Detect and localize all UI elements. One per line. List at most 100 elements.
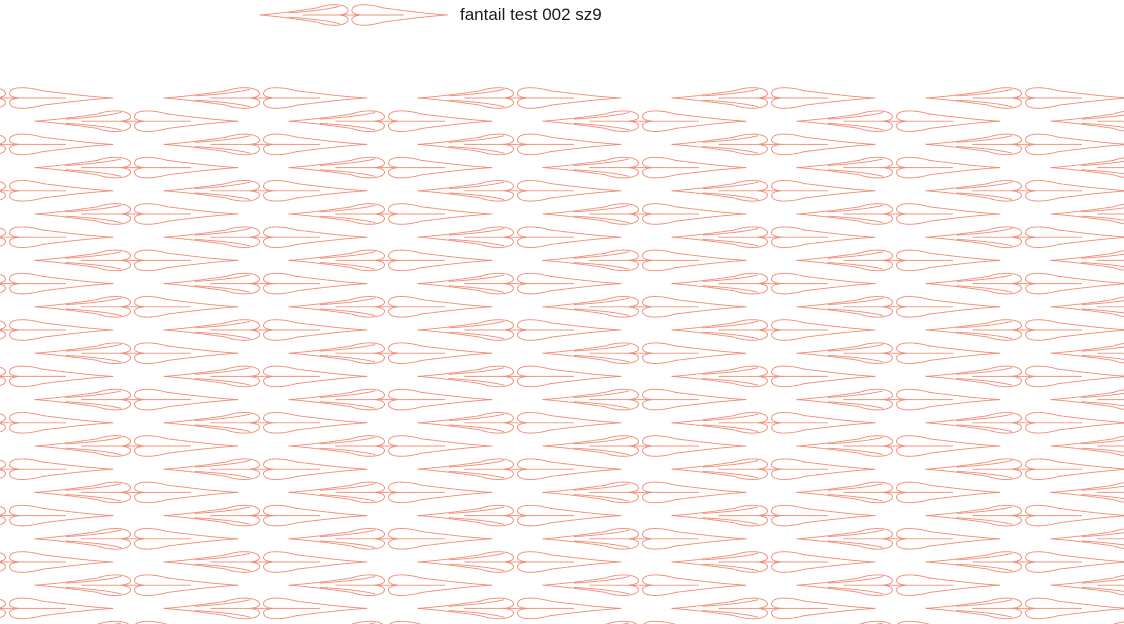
fantail-heart-motif [925,319,1124,341]
fantail-heart-motif [796,203,1001,225]
fantail-heart-motif [796,481,1001,504]
fantail-heart-motif [542,156,747,179]
fantail-heart-motif [671,365,876,388]
fantail-heart-motif [925,133,1124,156]
fantail-heart-motif [417,272,622,295]
fantail-heart-motif [671,551,876,573]
fantail-heart-motif [542,342,747,364]
fantail-heart-motif [417,504,622,527]
fantail-heart-motif [163,597,368,620]
fantail-heart-motif [0,458,114,480]
fantail-heart-motif [1050,156,1124,179]
fantail-heart-motif [163,458,368,480]
fantail-heart-motif [671,180,876,202]
fantail-heart-motif [0,272,114,295]
fantail-heart-motif [925,504,1124,527]
fantail-heart-motif [0,412,114,434]
fantail-heart-motif [1050,203,1124,225]
fantail-heart-motif [288,249,493,272]
fantail-heart-motif [34,249,239,272]
fantail-heart-motif [542,249,747,272]
fantail-heart-motif [417,597,622,620]
fantail-heart-motif [34,481,239,504]
fantail-heart-motif [288,110,493,132]
fantail-heart-motif [796,528,1001,550]
fantail-heart-motif [796,110,1001,132]
fantail-heart-motif [0,87,114,109]
fantail-heart-motif [542,388,747,411]
fantail-heart-motif [163,272,368,295]
fantail-heart-motif [671,133,876,156]
fantail-heart-motif [671,458,876,480]
fantail-heart-motif [288,528,493,550]
fantail-heart-motif [163,87,368,109]
fantail-heart-motif [0,365,114,388]
fantail-heart-motif [796,296,1001,318]
fantail-heart-motif [542,435,747,457]
fantail-heart-motif [34,528,239,550]
fantail-heart-motif [796,574,1001,596]
legend-label: fantail test 002 sz9 [460,5,602,24]
fantail-heart-motif [163,319,368,341]
legend: .m{fill:none;stroke:#f08a72;stroke-width… [255,0,602,30]
fantail-heart-motif [671,226,876,248]
fantail-heart-motif [417,551,622,573]
fantail-heart-motif [542,296,747,318]
fantail-heart-motif [34,435,239,457]
fantail-heart-motif [417,133,622,156]
fantail-heart-motif [0,180,114,202]
fantail-heart-motif [0,226,114,248]
fantail-heart-motif [417,365,622,388]
fantail-heart-motif [34,342,239,364]
fantail-heart-motif [259,4,448,26]
fantail-heart-motif [542,574,747,596]
fantail-heart-motif [288,481,493,504]
fantail-heart-motif [542,481,747,504]
fantail-heart-motif [34,574,239,596]
fantail-heart-motif [671,597,876,620]
fantail-heart-motif [0,597,114,620]
fantail-heart-motif [163,365,368,388]
fantail-heart-motif [796,388,1001,411]
fantail-heart-motif [1050,574,1124,596]
fantail-heart-motif [163,133,368,156]
fantail-heart-motif [163,226,368,248]
fantail-heart-motif [671,87,876,109]
fantail-heart-motif [925,226,1124,248]
fantail-heart-motif [671,504,876,527]
fantail-heart-motif [671,412,876,434]
fantail-heart-motif [925,180,1124,202]
fantail-heart-motif [34,203,239,225]
fantail-heart-motif [796,156,1001,179]
fantail-heart-motif [925,412,1124,434]
fantail-heart-motif [925,87,1124,109]
fantail-heart-motif [542,110,747,132]
fantail-heart-motif [671,319,876,341]
fantail-heart-motif [288,156,493,179]
fantail-heart-motif [542,203,747,225]
fantail-heart-motif [671,272,876,295]
fantail-heart-motif [1050,481,1124,504]
fantail-heart-motif [1050,528,1124,550]
fantail-heart-motif [1050,296,1124,318]
fantail-heart-motif [163,551,368,573]
fantail-heart-motif [288,342,493,364]
fantail-heart-motif [1050,249,1124,272]
fantail-heart-motif [925,365,1124,388]
fantail-heart-motif [417,180,622,202]
fantail-heart-motif [1050,110,1124,132]
fantail-heart-motif [417,412,622,434]
fantail-heart-motif [163,504,368,527]
fantail-heart-motif [417,319,622,341]
legend-motif-swatch: .m{fill:none;stroke:#f08a72;stroke-width… [259,4,448,26]
fantail-heart-motif [288,435,493,457]
fantail-heart-motif [288,388,493,411]
fantail-heart-motif [34,296,239,318]
fantail-heart-motif [796,342,1001,364]
fantail-heart-motif [1050,388,1124,411]
fantail-heart-motif [925,551,1124,573]
fantail-heart-motif [34,156,239,179]
fantail-heart-motif [542,528,747,550]
fantail-heart-motif [417,458,622,480]
